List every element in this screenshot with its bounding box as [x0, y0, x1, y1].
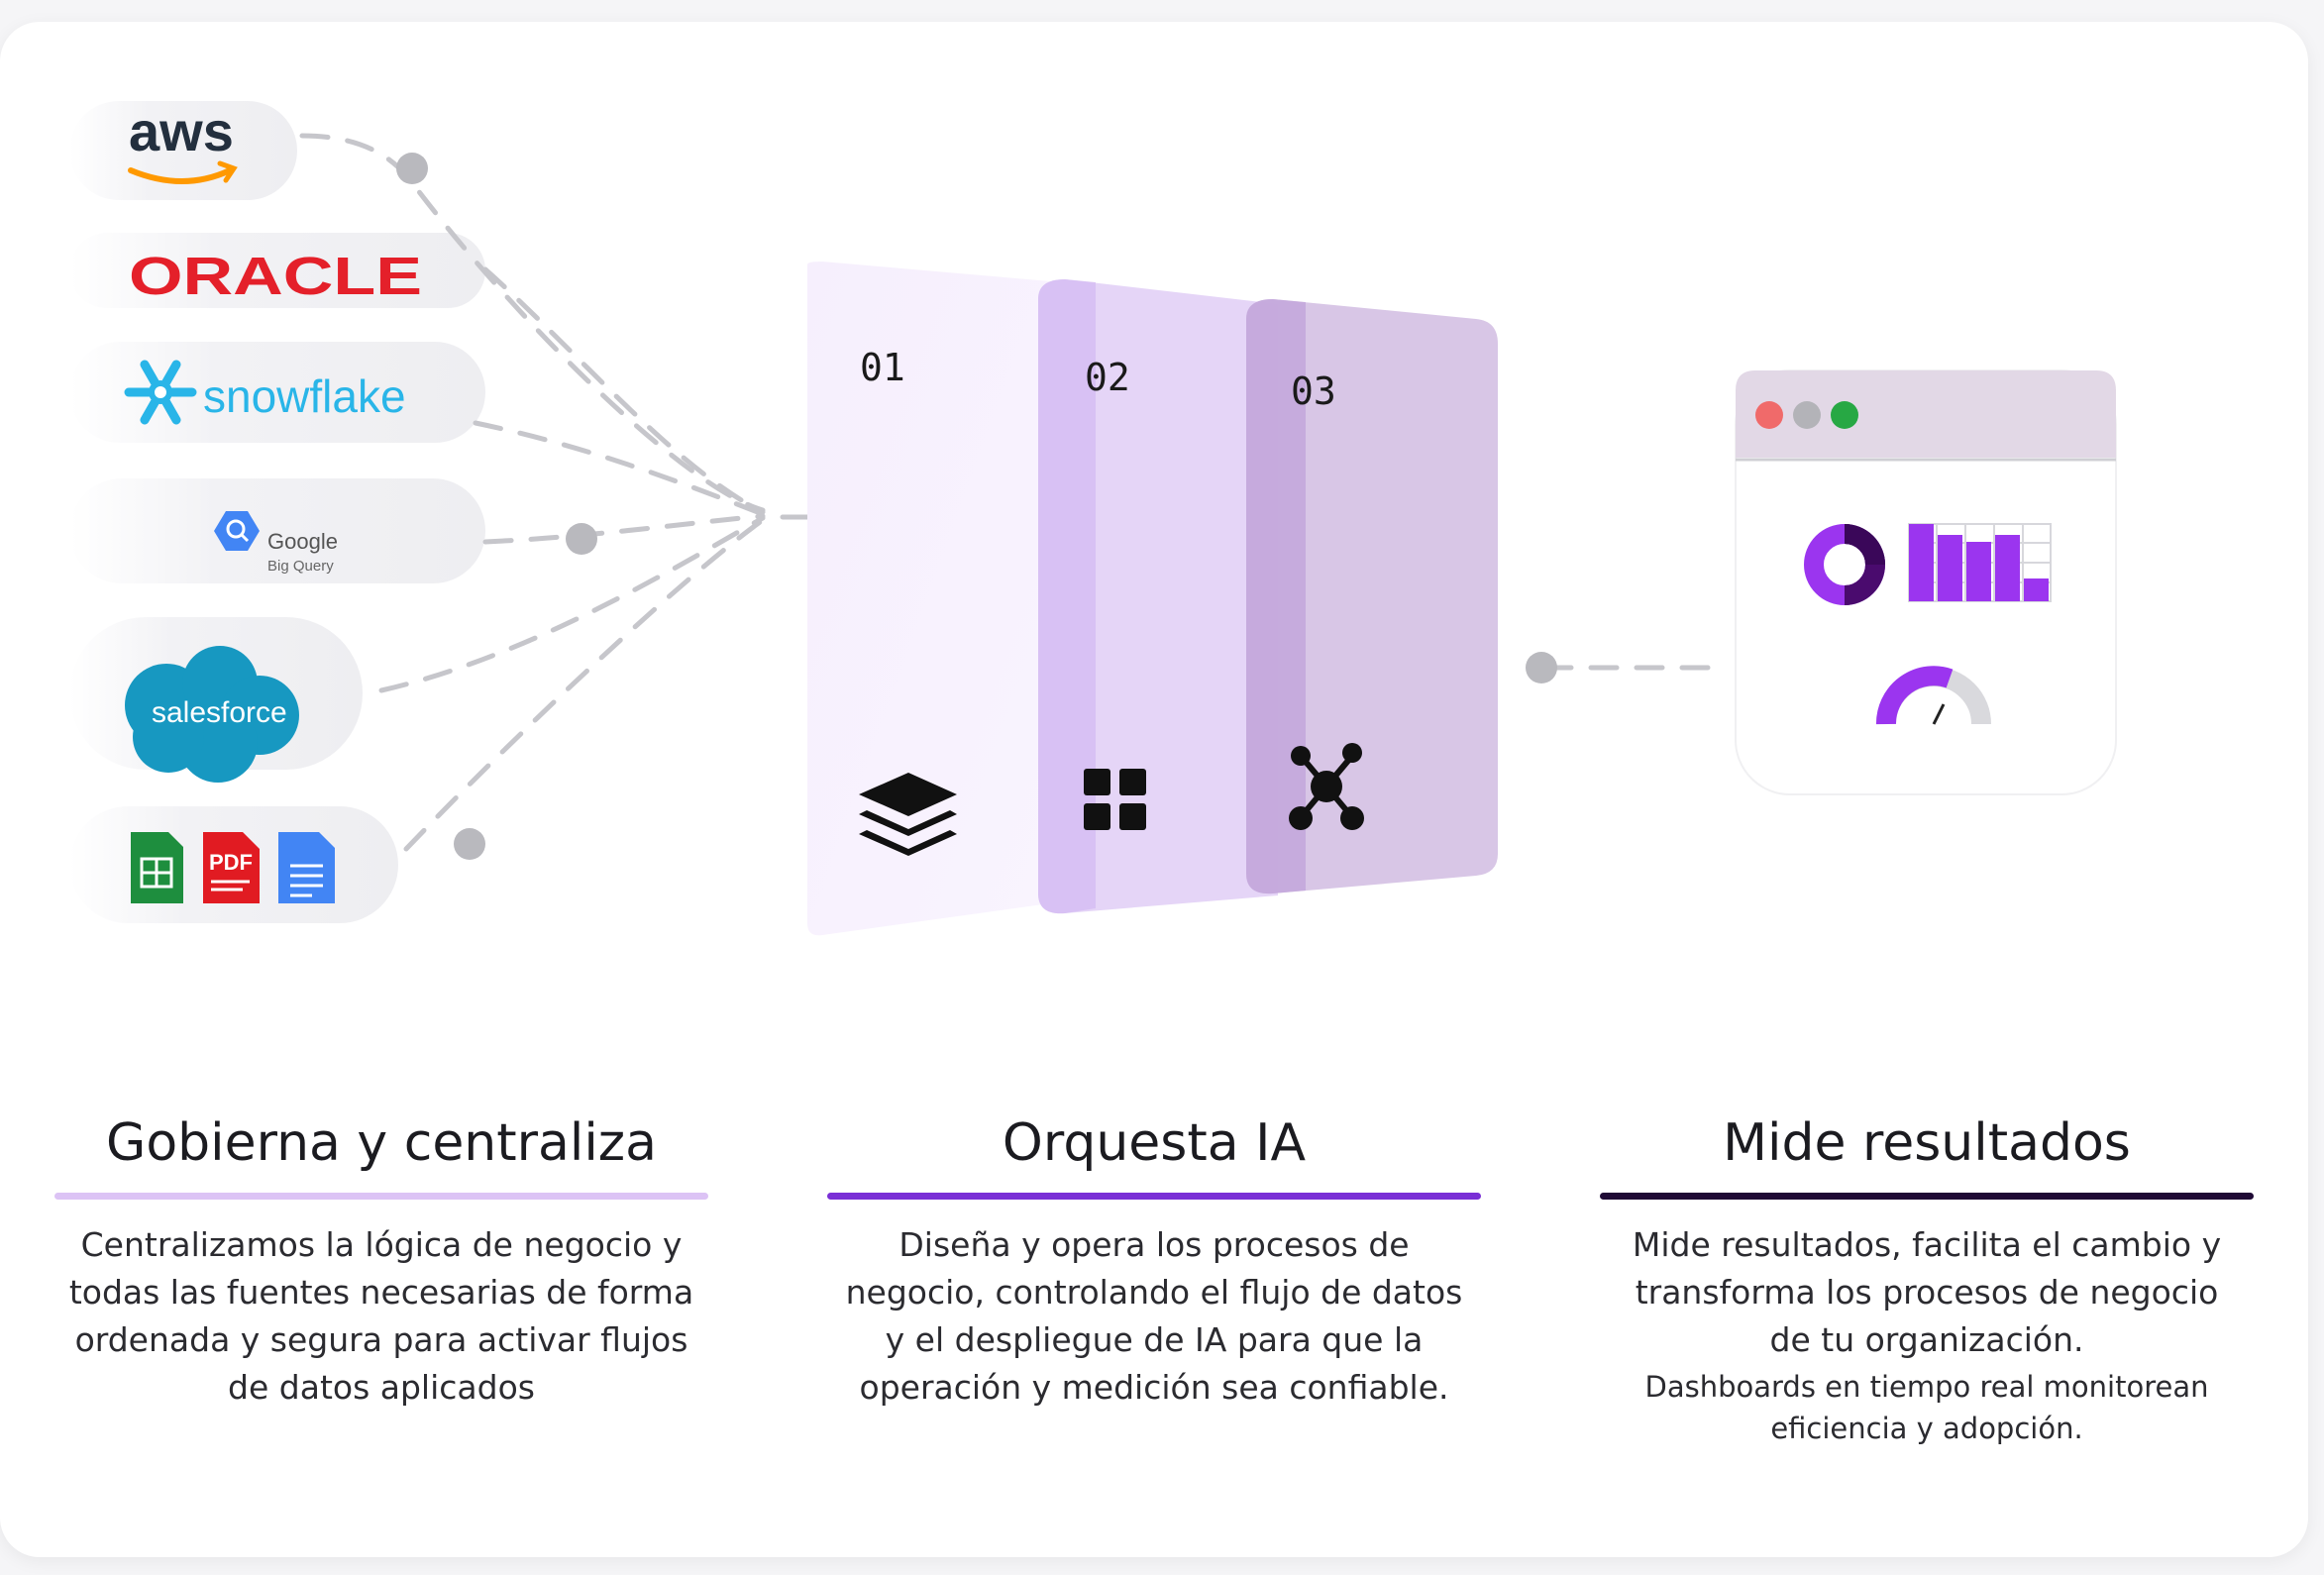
column-title: Orquesta IA [1002, 1113, 1307, 1173]
column-underline [1600, 1193, 2254, 1200]
step-panel-03[interactable] [1246, 299, 1498, 894]
bigquery-logo: Google Big Query [214, 511, 338, 575]
node-output [1526, 652, 1557, 683]
grid-icon [1084, 769, 1146, 830]
column-govern: Gobierna y centraliza Centralizamos la l… [54, 1111, 708, 1412]
column-description: Diseña y opera los procesos de negocio, … [845, 1225, 1463, 1407]
salesforce-cloud-icon [125, 646, 299, 783]
source-pills [69, 101, 485, 923]
close-dot-icon[interactable] [1755, 401, 1783, 429]
column-measure: Mide resultados Mide resultados, facilit… [1600, 1111, 2254, 1449]
step-label-02: 02 [1085, 356, 1130, 399]
network-icon [1289, 743, 1364, 830]
aws-smile-icon [128, 167, 233, 184]
connector-nodes [396, 153, 1557, 860]
column-description: Centralizamos la lógica de negocio y tod… [68, 1225, 694, 1407]
node-aws [396, 153, 428, 184]
step-label-01: 01 [860, 346, 905, 389]
oracle-pill[interactable] [69, 233, 485, 308]
step-panel-02[interactable] [1038, 279, 1278, 914]
oracle-logo: ORACLE [129, 247, 422, 306]
step-panels [807, 262, 1498, 936]
google-text: Google [267, 529, 338, 554]
column-underline [827, 1193, 1481, 1200]
aws-logo: aws [128, 100, 238, 184]
svg-text:PDF: PDF [209, 850, 253, 875]
column-underline [54, 1193, 708, 1200]
bigquery-icon [214, 511, 260, 551]
step-panel-01[interactable] [807, 262, 1050, 936]
salesforce-logo: salesforce [125, 646, 299, 783]
node-docs [454, 828, 485, 860]
column-title: Gobierna y centraliza [106, 1113, 657, 1173]
bigquery-pill[interactable] [69, 478, 485, 583]
column-description: Mide resultados, facilita el cambio y tr… [1632, 1225, 2222, 1359]
column-title: Mide resultados [1723, 1113, 2131, 1173]
aws-pill[interactable] [69, 101, 297, 200]
maximize-dot-icon[interactable] [1831, 401, 1858, 429]
snowflake-text: snowflake [203, 370, 406, 422]
snowflake-icon [124, 360, 197, 425]
layers-icon [859, 773, 957, 856]
document-icons: PDF [131, 832, 335, 903]
source-connectors [299, 133, 1712, 852]
pdf-icon: PDF [203, 832, 260, 903]
gauge-icon [1875, 666, 1991, 725]
donut-chart-icon [1804, 524, 1886, 605]
snowflake-logo: snowflake [124, 360, 406, 425]
bar-chart-icon [1908, 523, 2052, 602]
dashboard-window [1735, 369, 2117, 795]
window-titlebar [1736, 370, 2116, 458]
main-card: aws ORACLE snowflake Google Big Query [0, 22, 2308, 1557]
bigquery-text: Big Query [267, 558, 334, 575]
column-orchestrate: Orquesta IA Diseña y opera los procesos … [827, 1111, 1481, 1412]
node-bigquery [566, 523, 597, 555]
docs-icon [278, 832, 335, 903]
aws-text: aws [129, 100, 234, 162]
step-label-03: 03 [1291, 369, 1336, 413]
minimize-dot-icon[interactable] [1793, 401, 1821, 429]
sheets-icon [131, 832, 183, 903]
salesforce-text: salesforce [152, 696, 287, 729]
column-extra-note: Dashboards en tiempo real monitorean efi… [1644, 1370, 2209, 1445]
architecture-diagram: aws ORACLE snowflake Google Big Query [69, 100, 2117, 936]
